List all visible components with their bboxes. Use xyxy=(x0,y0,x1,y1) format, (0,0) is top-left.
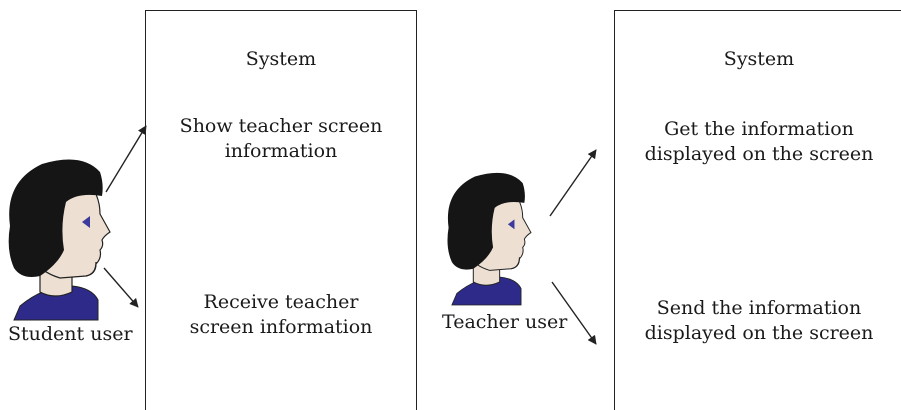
eye-icon xyxy=(82,216,90,228)
teacher-lower-arrow xyxy=(551,281,597,345)
hair-shape xyxy=(447,172,525,270)
left-upper-text: Show teacher screen information xyxy=(179,115,383,162)
right-upper-text: Get the information displayed on the scr… xyxy=(644,118,874,165)
student-lower-arrow xyxy=(103,267,139,308)
shirt-shape xyxy=(13,285,99,321)
chin-line xyxy=(511,257,520,270)
student-user-label: Student user xyxy=(8,323,133,345)
shirt-shape xyxy=(451,276,522,306)
hair-shape xyxy=(8,159,103,277)
left-system-box xyxy=(145,10,417,410)
chin-line xyxy=(85,261,97,277)
left-system-title: System xyxy=(245,48,317,70)
teacher-upper-arrow xyxy=(549,149,597,217)
teacher-user-label: Teacher user xyxy=(442,311,568,333)
right-lower-text: Send the information displayed on the sc… xyxy=(644,297,874,344)
right-system-title: System xyxy=(723,48,795,70)
left-lower-text: Receive teacher screen information xyxy=(189,291,373,338)
student-user-figure xyxy=(8,159,111,321)
eye-icon xyxy=(507,219,515,230)
teacher-user-figure xyxy=(447,172,532,306)
right-system-box xyxy=(614,10,901,410)
student-upper-arrow xyxy=(105,125,147,193)
